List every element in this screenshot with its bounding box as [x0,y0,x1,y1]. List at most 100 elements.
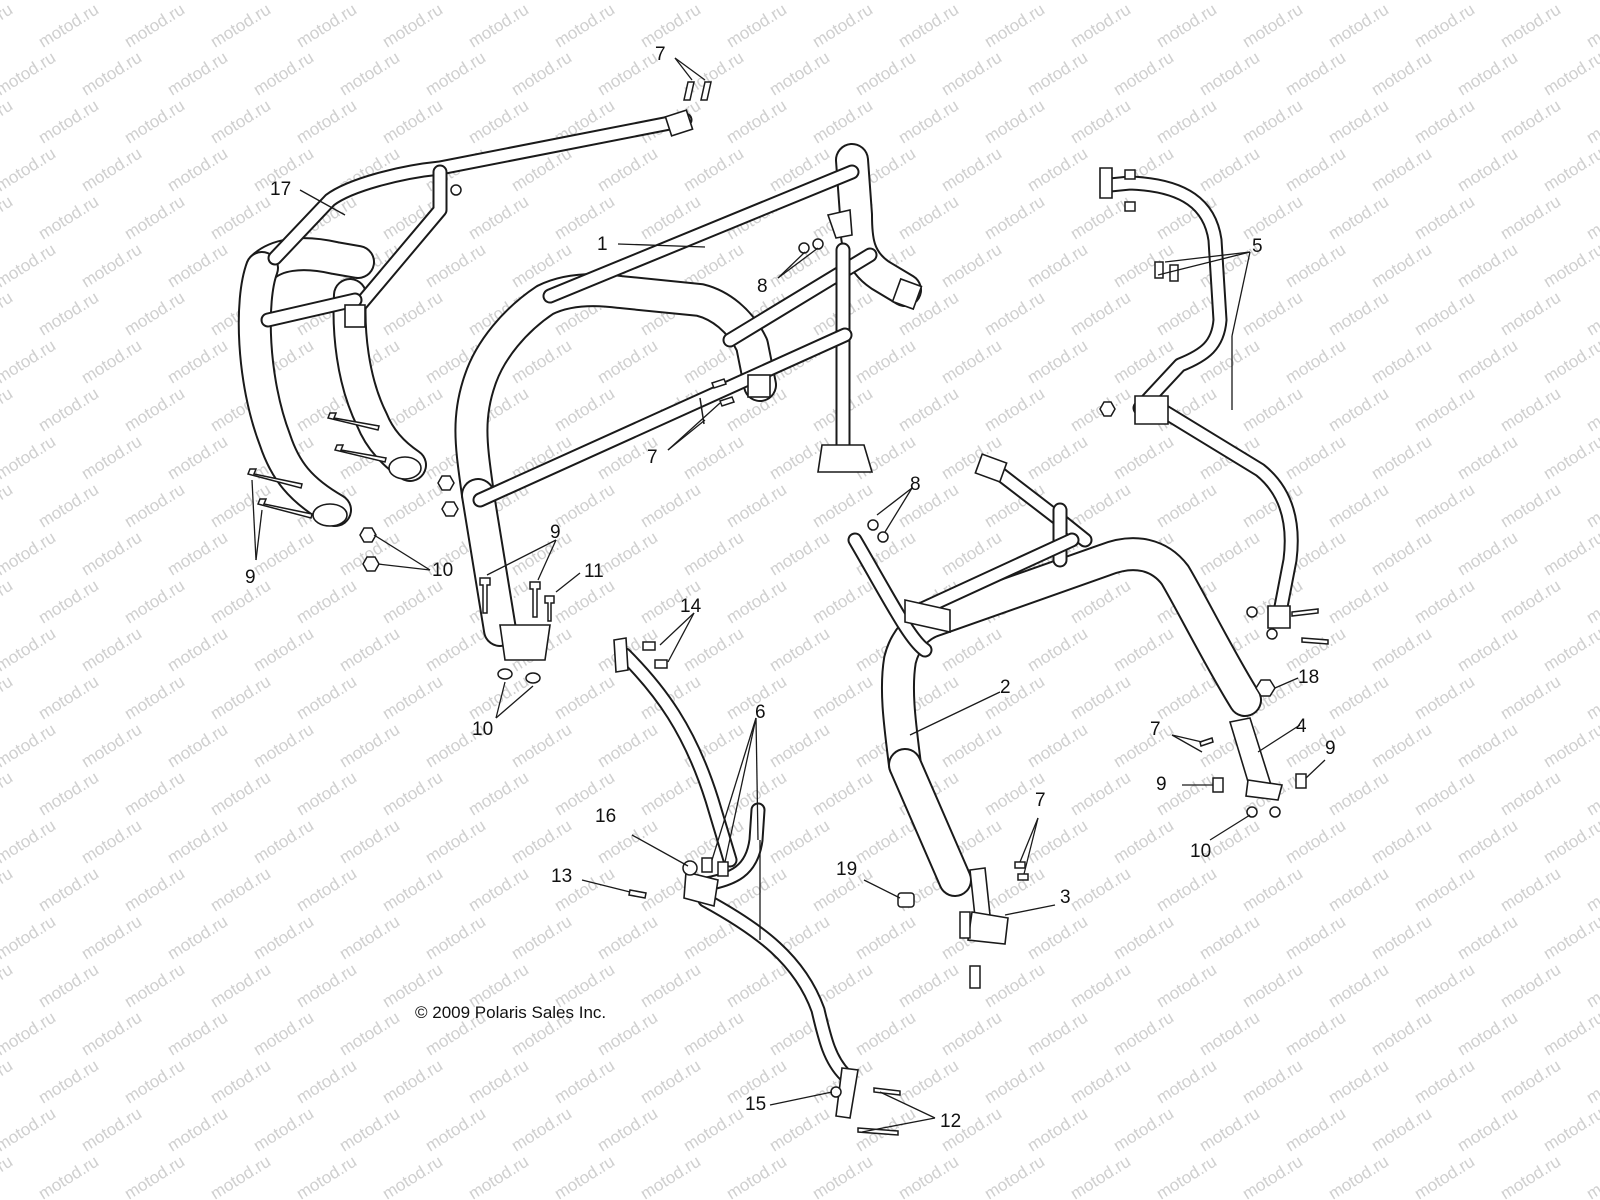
watermark-text: motod.ru [164,816,231,868]
watermark-text: motod.ru [1282,432,1349,484]
callout-9: 9 [1156,774,1167,795]
watermark-text: motod.ru [1411,960,1478,1012]
watermark-text: motod.ru [1067,1056,1134,1108]
watermark-text: motod.ru [0,864,16,916]
watermark-text: motod.ru [1024,624,1091,676]
watermark-text: motod.ru [0,144,59,196]
watermark-text: motod.ru [1024,336,1091,388]
watermark-text: motod.ru [1325,864,1392,916]
watermark-text: motod.ru [379,480,446,532]
copyright-notice: © 2009 Polaris Sales Inc. [415,1003,606,1022]
watermark-text: motod.ru [1368,48,1435,100]
watermark-text: motod.ru [0,0,59,3]
watermark-text: motod.ru [121,672,188,724]
watermark-text: motod.ru [1454,1104,1521,1156]
watermark-text: motod.ru [1540,816,1600,868]
watermark-text: motod.ru [1368,624,1435,676]
watermark-text: motod.ru [78,48,145,100]
watermark-text: motod.ru [1368,720,1435,772]
watermark-text: motod.ru [164,432,231,484]
watermark-text: motod.ru [1153,672,1220,724]
watermark-text: motod.ru [207,1056,274,1108]
watermark-text: motod.ru [1411,864,1478,916]
watermark-text: motod.ru [293,96,360,148]
watermark-text: motod.ru [78,816,145,868]
watermark-text: motod.ru [1325,288,1392,340]
watermark-text: motod.ru [1110,1104,1177,1156]
watermark-text: motod.ru [1325,96,1392,148]
watermark-text: motod.ru [293,0,360,51]
watermark-text: motod.ru [1411,672,1478,724]
watermark-text: motod.ru [1325,960,1392,1012]
watermark-text: motod.ru [1454,432,1521,484]
watermark-text: motod.ru [293,672,360,724]
watermark-text: motod.ru [1024,432,1091,484]
watermark-text: motod.ru [1583,1152,1600,1200]
watermark-text: motod.ru [1325,0,1392,51]
part-3-rear-bracket [897,861,1029,989]
watermark-text: motod.ru [1067,960,1134,1012]
watermark-text: motod.ru [1454,1008,1521,1060]
watermark-text: motod.ru [852,912,919,964]
watermark-text: motod.ru [637,1056,704,1108]
watermark-text: motod.ru [1282,144,1349,196]
watermark-text: motod.ru [1325,672,1392,724]
watermark-text: motod.ru [35,576,102,628]
watermark-text: motod.ru [551,672,618,724]
watermark-text: motod.ru [1196,528,1263,580]
watermark-text: motod.ru [551,1152,618,1200]
watermark-text: motod.ru [723,960,790,1012]
watermark-text: motod.ru [379,576,446,628]
watermark-text: motod.ru [0,240,59,292]
watermark-text: motod.ru [1540,528,1600,580]
watermark-text: motod.ru [1583,1056,1600,1108]
watermark-text: motod.ru [1110,48,1177,100]
watermark-text: motod.ru [336,720,403,772]
watermark-text: motod.ru [1411,192,1478,244]
watermark-text: motod.ru [422,48,489,100]
watermark-text: motod.ru [164,336,231,388]
watermark-text: motod.ru [1325,768,1392,820]
watermark-text: motod.ru [1411,288,1478,340]
watermark-text: motod.ru [1153,480,1220,532]
watermark-text: motod.ru [250,720,317,772]
watermark-text: motod.ru [0,192,16,244]
watermark-text: motod.ru [1196,1104,1263,1156]
watermark-text: motod.ru [1239,96,1306,148]
watermark-text: motod.ru [336,48,403,100]
watermark-text: motod.ru [981,1056,1048,1108]
callout-12: 12 [940,1111,961,1132]
watermark-text: motod.ru [207,576,274,628]
watermark-text: motod.ru [0,912,59,964]
watermark-text: motod.ru [164,528,231,580]
watermark-text: motod.ru [1024,912,1091,964]
watermark-text: motod.ru [379,0,446,51]
watermark-text: motod.ru [1282,1104,1349,1156]
callout-7: 7 [1035,790,1046,811]
watermark-text: motod.ru [1024,1104,1091,1156]
callout-4: 4 [1296,716,1307,737]
watermark-text: motod.ru [1110,912,1177,964]
watermark-text: motod.ru [1110,624,1177,676]
watermark-text: motod.ru [422,816,489,868]
callout-9: 9 [1325,738,1336,759]
callout-1: 1 [597,234,608,255]
callout-6: 6 [755,702,766,723]
watermark-text: motod.ru [1067,0,1134,51]
watermark-text: motod.ru [723,576,790,628]
watermark-text: motod.ru [508,1104,575,1156]
part-5-right-brace [1099,167,1329,645]
watermark-text: motod.ru [207,672,274,724]
callout-2: 2 [1000,677,1011,698]
watermark-text: motod.ru [852,336,919,388]
watermark-text: motod.ru [1325,384,1392,436]
watermark-text: motod.ru [1368,816,1435,868]
watermark-text: motod.ru [1540,432,1600,484]
watermark-text: motod.ru [336,816,403,868]
watermark-text: motod.ru [1497,0,1564,51]
watermark-text: motod.ru [895,0,962,51]
watermark-text: motod.ru [1497,768,1564,820]
watermark-text: motod.ru [1583,576,1600,628]
callout-8: 8 [757,276,768,297]
watermark-text: motod.ru [1282,720,1349,772]
